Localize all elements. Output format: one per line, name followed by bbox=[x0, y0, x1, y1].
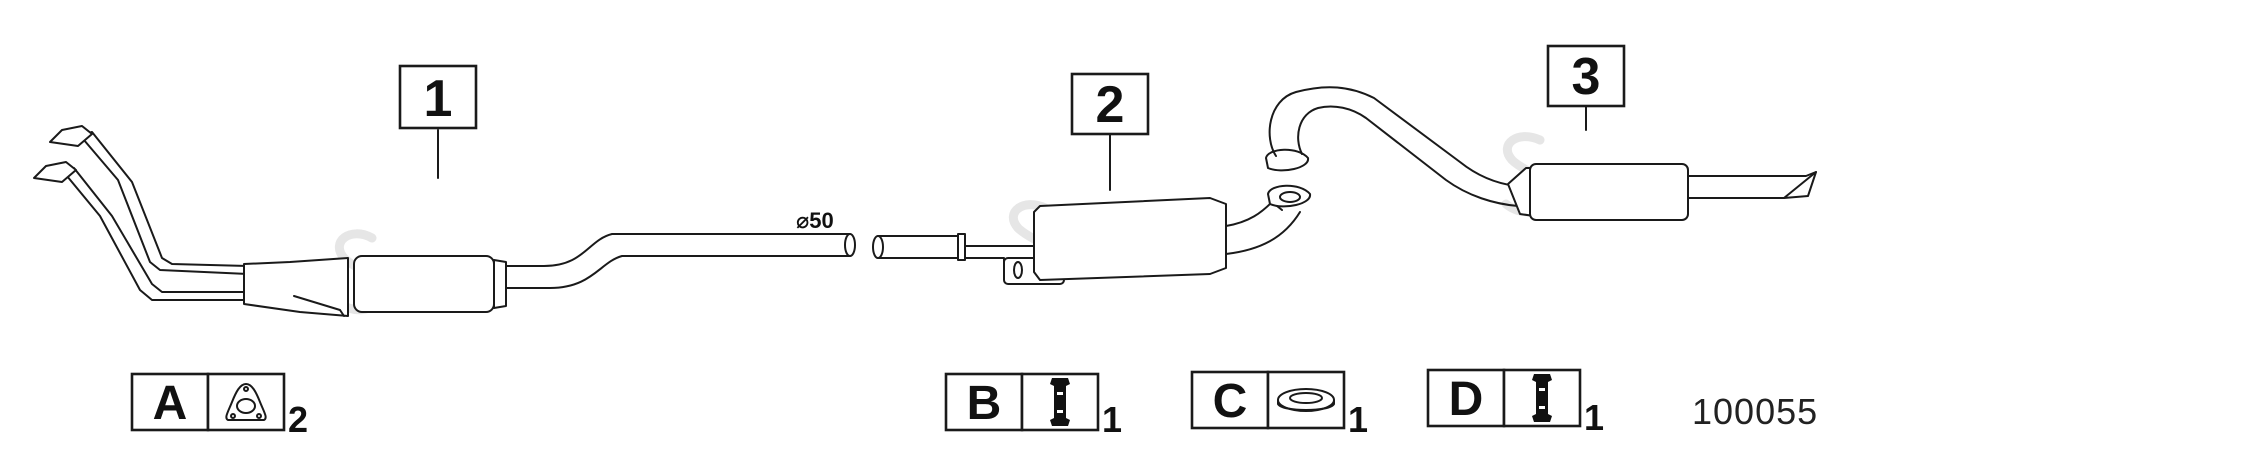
watermark bbox=[333, 132, 1553, 315]
accessory-quantity: 1 bbox=[1102, 399, 1122, 440]
clamp-icon bbox=[1050, 378, 1070, 426]
accessory-letter: A bbox=[153, 377, 188, 430]
part-number: 3 bbox=[1572, 48, 1601, 106]
accessory-d: D 1 bbox=[1426, 368, 1604, 438]
middle-silencer bbox=[1033, 197, 1227, 281]
middle-silencer-section bbox=[872, 184, 1311, 285]
flange-gasket-icon bbox=[225, 383, 267, 421]
accessory-letter: C bbox=[1213, 375, 1248, 428]
ring-gasket-icon bbox=[1277, 388, 1335, 412]
accessory-quantity: 2 bbox=[288, 399, 308, 440]
accessory-a: A 2 bbox=[130, 372, 308, 440]
part-callout-3: 3 bbox=[1546, 44, 1626, 131]
front-pipe-section bbox=[33, 125, 856, 317]
clamp-icon bbox=[1532, 374, 1552, 422]
accessory-quantity: 1 bbox=[1348, 399, 1368, 440]
accessory-c: C 1 bbox=[1190, 370, 1368, 440]
pipe-diameter-label: ⌀50 bbox=[796, 208, 834, 233]
part-callout-2: 2 bbox=[1070, 72, 1150, 191]
rear-silencer bbox=[1529, 163, 1689, 221]
accessory-letter: D bbox=[1449, 373, 1484, 426]
reference-number: 100055 bbox=[1692, 391, 1818, 432]
part-callout-1: 1 bbox=[398, 64, 478, 179]
rear-silencer-section bbox=[1265, 86, 1817, 221]
accessory-quantity: 1 bbox=[1584, 397, 1604, 438]
part-number: 2 bbox=[1096, 76, 1125, 134]
accessory-b: B 1 bbox=[944, 372, 1122, 440]
part-number: 1 bbox=[424, 70, 453, 128]
front-silencer bbox=[353, 255, 495, 313]
accessory-letter: B bbox=[967, 377, 1002, 430]
